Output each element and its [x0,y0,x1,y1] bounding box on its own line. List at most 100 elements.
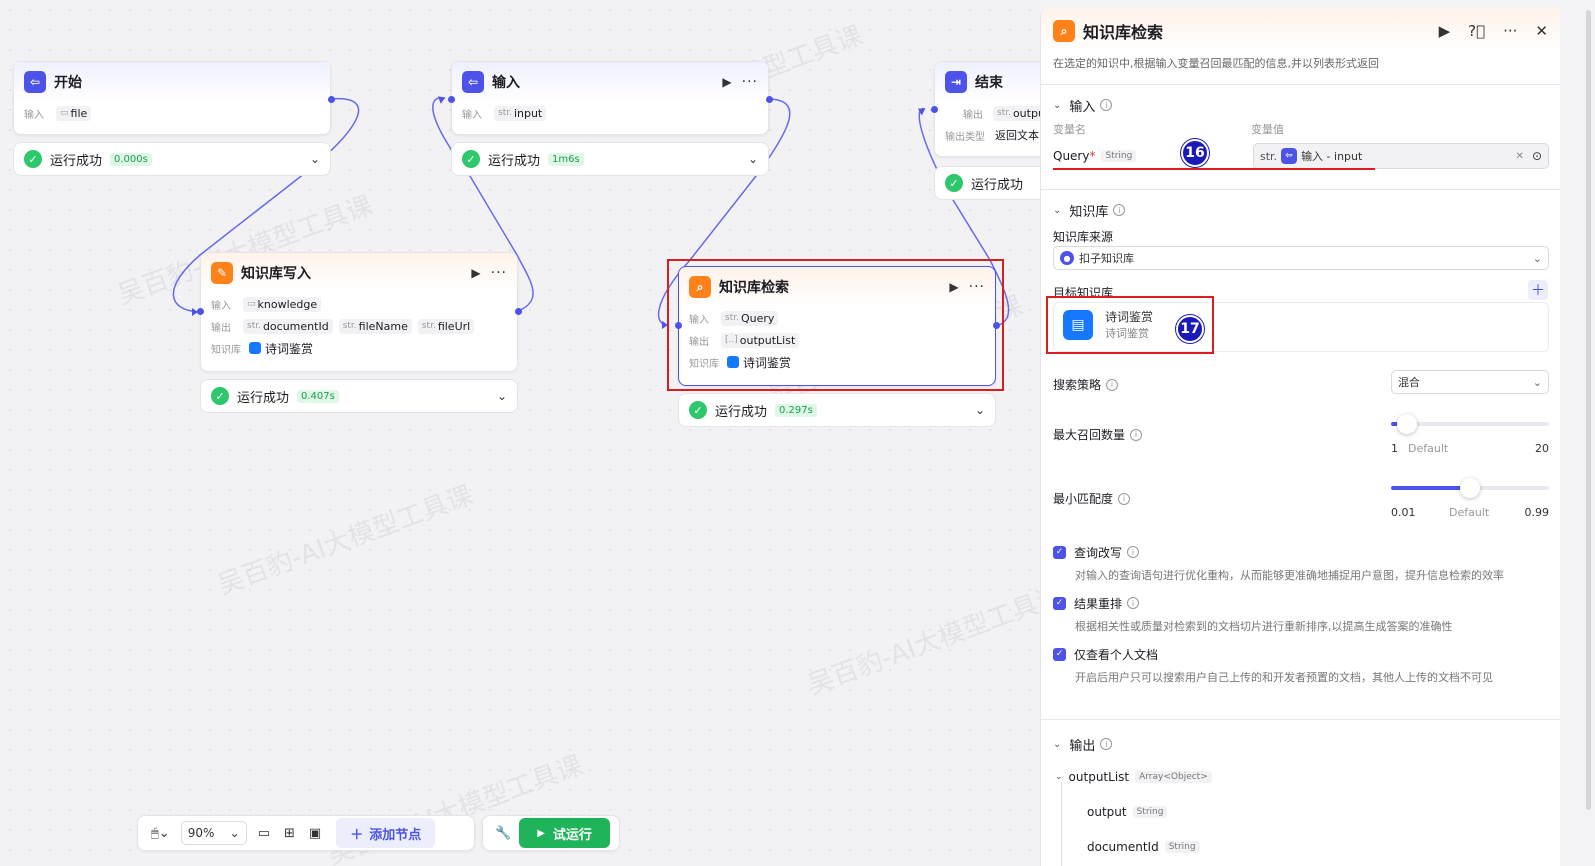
workflow-canvas[interactable]: 吴百豹-AI大模型工具课 吴百豹-AI大模型工具课 吴百豹-AI大模型工具课 吴… [0,0,1040,866]
input-port[interactable] [675,322,682,329]
output-port[interactable] [328,96,335,103]
mouse-mode-icon[interactable]: 🖱⌄ [151,825,170,841]
chevron-down-icon[interactable]: ⌄ [974,403,985,417]
option-label: 查询改写 [1074,545,1123,560]
input-port[interactable] [197,308,204,315]
node-kb-search-header: ⌕ 知识库检索 ▶ ··· [679,267,995,307]
node-start[interactable]: ⇦ 开始 输入 ▭file [13,61,331,135]
check-icon: ✓ [689,401,707,419]
max-recall-slider[interactable]: 1 Default 20 [1391,414,1549,460]
output-name: documentId [1087,840,1159,854]
chevron-down-icon[interactable]: ⌄ [309,152,320,166]
kb-source-select[interactable]: ● 扣子知识库 ⌄ [1053,246,1549,270]
settings-icon[interactable]: ⊙ [1531,149,1542,163]
info-icon[interactable]: i [1127,546,1140,558]
more-icon[interactable]: ··· [490,265,507,281]
play-icon[interactable]: ▶ [722,75,732,89]
node-kb-row: 知识库 诗词鉴赏 [201,337,517,359]
slider-knob[interactable] [1460,478,1480,498]
more-icon[interactable]: ··· [741,74,758,90]
kb-section-header[interactable]: ⌄ 知识库 i [1041,196,1560,224]
wrench-icon[interactable]: 🔧 [495,825,512,841]
zoom-value: 90% [187,826,215,840]
status-bar-start[interactable]: ✓ 运行成功 0.000s ⌄ [13,142,331,176]
output-tag: str.outpu [993,105,1040,121]
output-port[interactable] [766,96,773,103]
input-port[interactable] [448,96,455,103]
status-bar-input[interactable]: ✓ 运行成功 1m6s ⌄ [451,142,769,176]
node-input-row: 输入 ▭knowledge [201,293,517,315]
option-rerank[interactable]: ✓ 结果重排 i [1053,593,1553,613]
more-icon[interactable]: ··· [968,279,985,295]
panel-scrollbar[interactable] [1586,10,1591,810]
strategy-select[interactable]: 混合 ⌄ [1391,370,1549,394]
info-icon[interactable]: i [1100,99,1113,111]
info-icon[interactable]: i [1100,738,1113,750]
help-icon[interactable]: ?⃝ [1468,22,1486,40]
status-bar-kb-search[interactable]: ✓ 运行成功 0.297s ⌄ [678,393,996,427]
node-kb-write[interactable]: ✎ 知识库写入 ▶ ··· 输入 ▭knowledge 输出 str.docum… [200,252,518,372]
node-kb-write-header: ✎ 知识库写入 ▶ ··· [201,253,517,293]
checkbox-checked-icon[interactable]: ✓ [1053,596,1066,610]
option-query-rewrite[interactable]: ✓ 查询改写 i [1053,542,1553,562]
checkbox-checked-icon[interactable]: ✓ [1053,545,1066,559]
clear-icon[interactable]: ✕ [1515,150,1524,162]
info-icon[interactable]: i [1130,428,1143,441]
play-icon: ▶ [537,827,545,839]
input-port[interactable] [931,106,938,113]
output-section-header[interactable]: ⌄ 输出 i [1041,730,1560,758]
play-icon[interactable]: ▶ [1438,22,1451,40]
highlight-box [667,259,1004,391]
play-icon[interactable]: ▶ [471,266,481,280]
play-icon[interactable]: ▶ [949,280,959,294]
status-bar-kb-write[interactable]: ✓ 运行成功 0.407s ⌄ [200,379,518,413]
zoom-select[interactable]: 90% ⌄ [180,821,247,845]
chevron-down-icon[interactable]: ⌄ [496,389,507,403]
output-port[interactable] [515,308,522,315]
chevron-down-icon[interactable]: ⌄ [747,152,758,166]
node-input[interactable]: ⇦ 输入 ▶ ··· 输入 str.input [451,61,769,135]
node-end[interactable]: ⇥ 结束 输出 str.outpu 输出类型 返回文本 [934,61,1040,157]
add-node-button[interactable]: ＋ 添加节点 [336,818,436,848]
checkbox-checked-icon[interactable]: ✓ [1053,647,1066,661]
kb-card[interactable]: ▤ 诗词鉴赏 诗词鉴赏 [1063,308,1153,341]
run-label: 试运行 [552,827,592,843]
status-bar-end[interactable]: ✓ 运行成功 [934,166,1040,200]
panel-header: ⌕ 知识库检索 ▶ ?⃝ ··· ✕ [1041,8,1560,54]
node-kb-search[interactable]: ⌕ 知识库检索 ▶ ··· 输入 str.Query 输出 [..]output… [678,266,996,386]
kb-write-icon: ✎ [211,262,233,284]
check-icon: ✓ [945,174,963,192]
divider [1041,84,1560,85]
minimap-icon[interactable]: ▣ [308,825,322,841]
status-time: 0.000s [110,152,152,166]
info-icon[interactable]: i [1127,597,1140,609]
select-value: 混合 [1398,376,1420,389]
close-icon[interactable]: ✕ [1535,22,1548,40]
status-time: 0.297s [775,403,817,417]
column-header: 变量值 [1251,123,1284,136]
value-ref: 输入 - input [1301,150,1363,163]
output-port[interactable] [993,322,1000,329]
more-icon[interactable]: ··· [1503,22,1518,40]
info-icon[interactable]: i [1106,378,1119,391]
chevron-down-icon: ⌄ [1053,204,1062,216]
row-label: 输入 [689,314,709,326]
node-title: 输入 [492,75,520,91]
check-icon: ✓ [462,150,480,168]
value-ref-field[interactable]: str. ⇦ 输入 - input ✕ ⊙ [1253,143,1549,169]
slider-knob[interactable] [1397,414,1417,434]
max-recall-label: 最大召回数量 [1053,428,1126,442]
option-personal-docs[interactable]: ✓ 仅查看个人文档 [1053,644,1553,664]
chevron-down-icon[interactable]: ⌄ [1055,772,1063,782]
info-icon[interactable]: i [1118,492,1131,505]
comment-icon[interactable]: ▭ [257,825,270,841]
min-match-slider[interactable]: 0.01 Default 0.99 [1391,478,1549,524]
folder-icon: ▭ [247,299,256,309]
add-kb-button[interactable]: ＋ [1528,280,1548,300]
layout-icon[interactable]: ⊞ [284,825,295,841]
slider-track [1391,422,1549,426]
max-recall-row: 最大召回数量 i [1053,426,1143,443]
info-icon[interactable]: i [1113,204,1126,216]
input-section-header[interactable]: ⌄ 输入 i [1041,91,1560,119]
test-run-button[interactable]: ▶ 试运行 [519,818,610,848]
